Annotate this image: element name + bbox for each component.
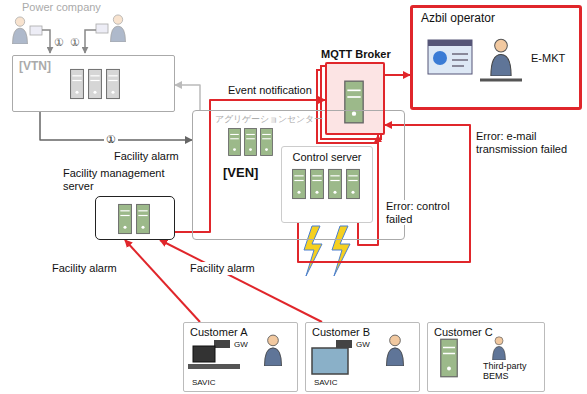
- system-name: E-MKT: [531, 52, 565, 65]
- wireless-bolt: [304, 226, 322, 276]
- server-icon: [119, 204, 132, 233]
- system-box: [VTN]: [12, 55, 175, 112]
- server-box: Facility management server: [95, 196, 175, 240]
- wireless-bolt: [332, 226, 350, 276]
- server-icon: [347, 169, 360, 198]
- panel-icon: [312, 348, 348, 374]
- group-name: Control server: [282, 151, 372, 164]
- server-icon: [71, 69, 84, 98]
- operator-box: Azbil operatorE-MKT: [410, 5, 582, 110]
- globe-icon: [433, 51, 447, 65]
- server-icon: [229, 129, 241, 156]
- power-company-staff: [13, 15, 126, 44]
- flow-label: Event notification: [228, 84, 312, 97]
- system-name: [VEN]: [223, 166, 258, 181]
- facility-servers: [119, 204, 150, 233]
- edge-label: Error: control failed: [384, 200, 466, 225]
- vtn-servers: [71, 69, 120, 98]
- system-name: [VTN]: [19, 60, 51, 74]
- gateway-icon: [336, 340, 352, 348]
- server-icon: [293, 169, 306, 198]
- broker-name: MQTT Broker: [321, 48, 391, 61]
- device-label: GW: [234, 340, 248, 349]
- server-group: Control server: [281, 146, 373, 223]
- device-label: Third-party BEMS: [483, 361, 541, 382]
- customer-box: Customer C Third-party BEMS: [427, 322, 545, 392]
- monitor-icon: [193, 346, 215, 362]
- person-icon: [13, 17, 28, 44]
- customer-b-equipment: [312, 335, 404, 374]
- aggregation-box: アグリゲーションセンター [VEN] Control server: [192, 110, 405, 240]
- connector: [175, 100, 325, 232]
- control-servers: [293, 169, 360, 198]
- desk: [480, 79, 522, 82]
- device-label: SAVIC: [314, 378, 337, 387]
- server-icon: [345, 81, 363, 123]
- gateway-icon: [214, 340, 230, 348]
- person-icon: [386, 335, 403, 366]
- monitor-icon: [96, 24, 108, 33]
- server-icon: [329, 169, 342, 198]
- customer-a-equipment: [188, 335, 282, 369]
- operator-terminal: [428, 39, 522, 80]
- callout-number: ①: [70, 36, 80, 49]
- organization-name: Power company: [22, 1, 101, 14]
- browser-bar: [428, 40, 472, 46]
- mqtt-stack: [317, 62, 385, 143]
- desk: [188, 364, 240, 369]
- edge-label: Facility alarm: [188, 262, 257, 275]
- text-line: [452, 53, 468, 55]
- monitor-icon: [30, 26, 42, 35]
- edge-label: ①: [104, 133, 118, 146]
- server-icon: [311, 169, 324, 198]
- broker-box: MQTT Broker: [325, 62, 385, 135]
- ven-servers: [229, 129, 273, 156]
- browser-window: [428, 40, 472, 74]
- connector: [125, 240, 200, 322]
- callout-number: ①: [54, 36, 64, 49]
- person-icon: [491, 39, 511, 76]
- broker-fill: [325, 62, 385, 135]
- server-name: Facility management server: [63, 167, 175, 192]
- server-icon: [89, 69, 102, 98]
- person-icon: [493, 337, 506, 360]
- customer-box: Customer BGW SAVIC: [305, 322, 420, 392]
- connector: [175, 85, 200, 110]
- customer-name: Customer A: [190, 326, 247, 339]
- connector: [385, 74, 410, 76]
- customer-name: Customer B: [312, 326, 370, 339]
- edge-label: Facility alarm: [50, 262, 119, 275]
- server-icon: [261, 129, 273, 156]
- person-icon: [264, 335, 281, 366]
- edge-label: Facility alarm: [112, 150, 181, 163]
- server-icon: [137, 204, 150, 233]
- server-icon: [107, 69, 120, 98]
- connector: [160, 240, 322, 322]
- dispatch-arrow: [85, 30, 96, 53]
- dispatch-arrow: [42, 30, 50, 53]
- server-icon: [441, 339, 458, 377]
- customer-name: Customer C: [434, 326, 493, 339]
- server-icon: [245, 129, 257, 156]
- edge-label: Error: e-mail transmission failed: [474, 130, 582, 155]
- person-icon: [111, 15, 126, 42]
- operator-name: Azbil operator: [421, 12, 495, 26]
- customer-box: Customer AGW SAVIC: [183, 322, 298, 392]
- device-label: GW: [356, 340, 370, 349]
- text-line: [452, 65, 464, 67]
- device-label: SAVIC: [192, 378, 215, 387]
- text-line: [452, 59, 468, 61]
- faded-name: アグリゲーションセンター: [215, 114, 323, 124]
